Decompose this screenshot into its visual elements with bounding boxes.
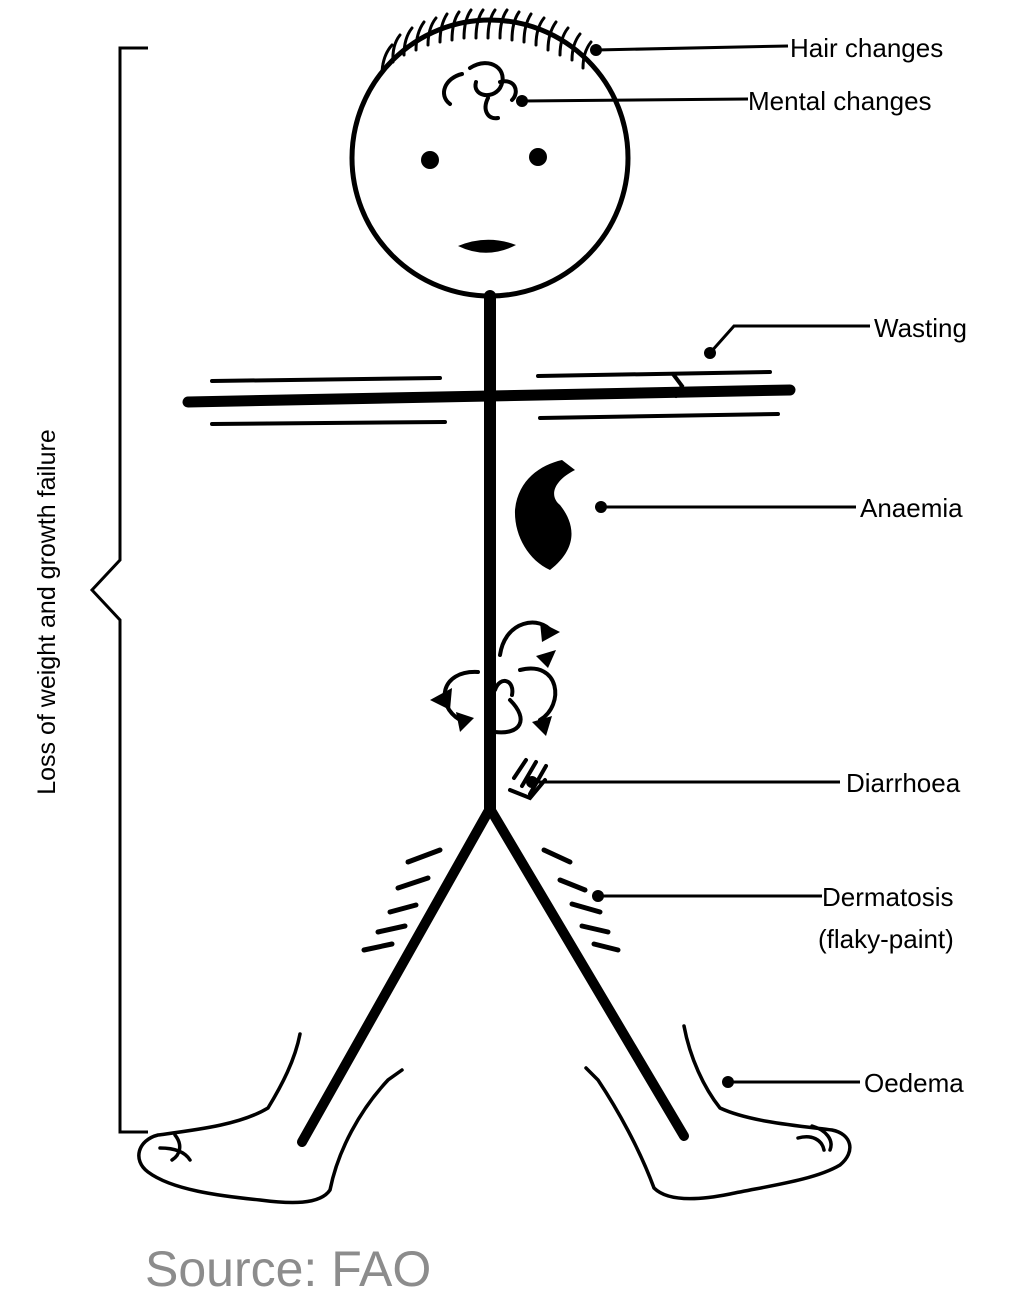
label-dermatosis: Dermatosis [822,882,953,912]
right-leg [492,812,684,1136]
right-foot [586,1026,850,1199]
right-eye [529,148,547,166]
left-foot [139,1034,402,1203]
head [352,20,628,296]
growth-failure-bracket [92,48,148,1132]
arms [188,390,790,402]
anaemia-drop-icon [515,460,575,570]
label-oedema: Oedema [864,1068,964,1098]
left-eye [421,151,439,169]
mental-swirl-icon [444,63,516,118]
source-caption: Source: FAO [145,1240,431,1298]
mouth [458,240,516,253]
label-dermatosis-detail: (flaky-paint) [818,924,954,954]
label-wasting: Wasting [874,313,967,343]
left-leg [302,812,488,1142]
side-label-weight-loss: Loss of weight and growth failure [33,429,61,795]
label-hair-changes: Hair changes [790,33,943,63]
label-diarrhoea: Diarrhoea [846,768,961,798]
dermatosis-flakes [364,850,618,950]
label-mental-changes: Mental changes [748,86,932,116]
label-anaemia: Anaemia [860,493,963,523]
